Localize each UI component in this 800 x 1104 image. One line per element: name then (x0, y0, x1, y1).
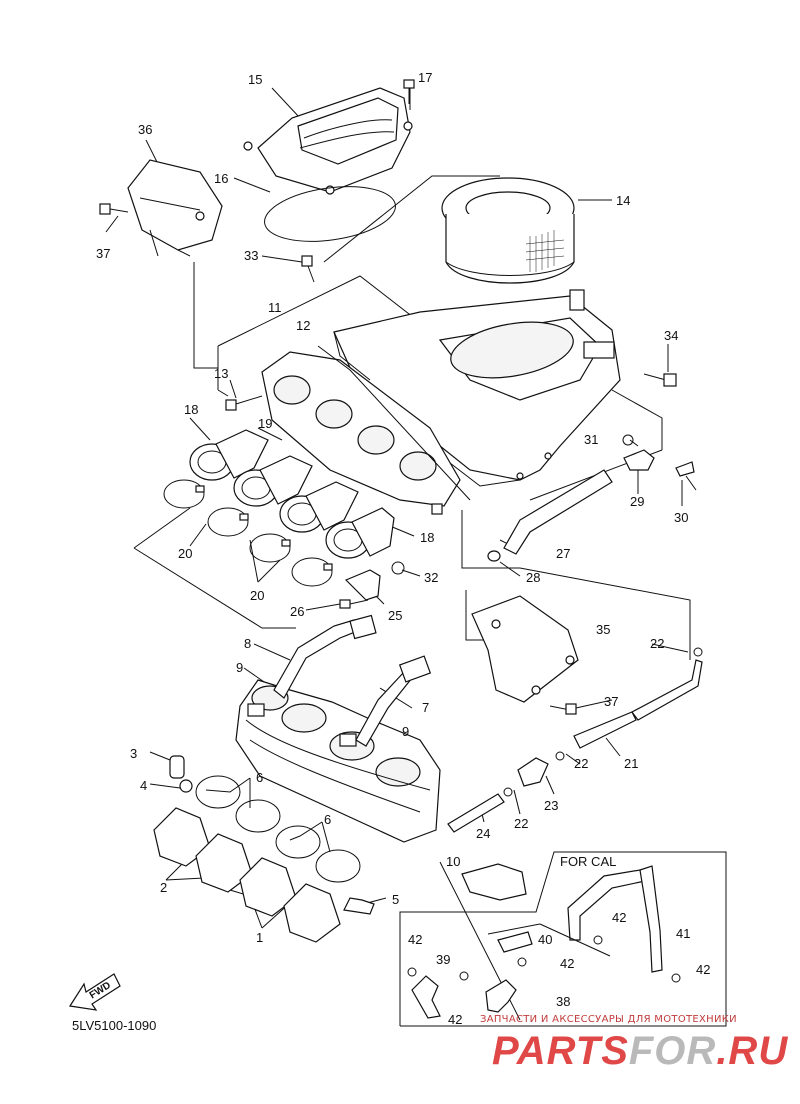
small-caps (169, 755, 375, 915)
bolt-33 (301, 255, 315, 283)
hose-clamps-20 (163, 479, 333, 587)
subdiagram-title: FOR CAL (560, 854, 616, 869)
callout-34: 34 (664, 328, 678, 343)
callout-18a: 18 (184, 402, 198, 417)
fwd-arrow-icon (69, 973, 121, 1011)
air-filter-element (441, 177, 575, 284)
callout-42a: 42 (408, 932, 422, 947)
callout-22a: 22 (650, 636, 664, 651)
callout-20b: 20 (250, 588, 264, 603)
callout-1: 1 (256, 930, 263, 945)
callout-32: 32 (424, 570, 438, 585)
callout-9b: 9 (402, 724, 409, 739)
for-cal-subdiagram (399, 851, 727, 1027)
callout-24: 24 (476, 826, 490, 841)
callout-20a: 20 (178, 546, 192, 561)
callout-22b: 22 (574, 756, 588, 771)
watermark-for: FOR (629, 1029, 716, 1073)
joint-plate (261, 345, 471, 507)
bolt-37-bracket (549, 703, 577, 715)
callout-37a: 37 (96, 246, 110, 261)
bolt-37-top (99, 203, 129, 215)
callout-17: 17 (418, 70, 432, 85)
callout-18b: 18 (420, 530, 434, 545)
vacuum-hoses (273, 614, 432, 747)
callout-40: 40 (538, 932, 552, 947)
callout-38: 38 (556, 994, 570, 1009)
callout-19: 19 (258, 416, 272, 431)
callout-21: 21 (624, 756, 638, 771)
callout-41: 41 (676, 926, 690, 941)
mounting-bracket (471, 595, 579, 703)
callout-8: 8 (244, 636, 251, 651)
watermark-ru: .RU (716, 1029, 788, 1073)
callout-29: 29 (630, 494, 644, 509)
intake-joints (189, 429, 395, 559)
callout-6a: 6 (256, 770, 263, 785)
callout-14: 14 (616, 193, 630, 208)
callout-11: 11 (268, 300, 282, 315)
callout-labels: 1 2 3 4 5 6 6 7 8 9 9 10 11 12 13 14 15 … (96, 70, 710, 1027)
diagram-code: 5LV5100-1090 (72, 1018, 156, 1033)
callout-15: 15 (248, 72, 262, 87)
callout-16: 16 (214, 171, 228, 186)
fuel-hoses (447, 647, 703, 833)
carburetor-joints (153, 807, 341, 943)
air-box-cover (243, 79, 415, 195)
callout-9a: 9 (236, 660, 243, 675)
callout-30: 30 (674, 510, 688, 525)
air-box-body (333, 289, 621, 487)
watermark-subtitle: ЗАПЧАСТИ И АКСЕССУАРЫ ДЛЯ МОТОТЕХНИКИ (480, 1014, 737, 1025)
callout-2: 2 (160, 880, 167, 895)
callout-22c: 22 (514, 816, 528, 831)
side-cover-bracket (127, 159, 223, 257)
callout-4: 4 (140, 778, 147, 793)
callout-23: 23 (544, 798, 558, 813)
callout-5: 5 (392, 892, 399, 907)
callout-25: 25 (388, 608, 402, 623)
callout-33: 33 (244, 248, 258, 263)
breather-hose (487, 469, 613, 562)
callout-27: 27 (556, 546, 570, 561)
callout-42e: 42 (448, 1012, 462, 1027)
callout-3: 3 (130, 746, 137, 761)
watermark-logo: ЗАПЧАСТИ И АКСЕССУАРЫ ДЛЯ МОТОТЕХНИКИ PA… (480, 1014, 788, 1073)
joint-fittings (339, 503, 443, 609)
watermark-text: PARTSFOR.RU (492, 1029, 788, 1073)
callout-37b: 37 (604, 694, 618, 709)
callout-42b: 42 (612, 910, 626, 925)
throttle-clamps-6 (195, 775, 361, 883)
gasket-ring (264, 186, 396, 242)
callout-10: 10 (446, 854, 460, 869)
callout-26: 26 (290, 604, 304, 619)
screw-13 (225, 395, 263, 411)
throttle-body-assembly (235, 679, 441, 843)
callout-28: 28 (526, 570, 540, 585)
callout-6b: 6 (324, 812, 331, 827)
callout-13: 13 (214, 366, 228, 381)
breather-fittings (622, 434, 697, 491)
callout-39: 39 (436, 952, 450, 967)
part-10-fitting (461, 863, 527, 901)
callout-42d: 42 (696, 962, 710, 977)
callout-42c: 42 (560, 956, 574, 971)
callout-7: 7 (422, 700, 429, 715)
bolt-34 (643, 373, 677, 387)
callout-35: 35 (596, 622, 610, 637)
callout-12: 12 (296, 318, 310, 333)
callout-36: 36 (138, 122, 152, 137)
callout-31: 31 (584, 432, 598, 447)
watermark-parts: PARTS (492, 1029, 629, 1073)
